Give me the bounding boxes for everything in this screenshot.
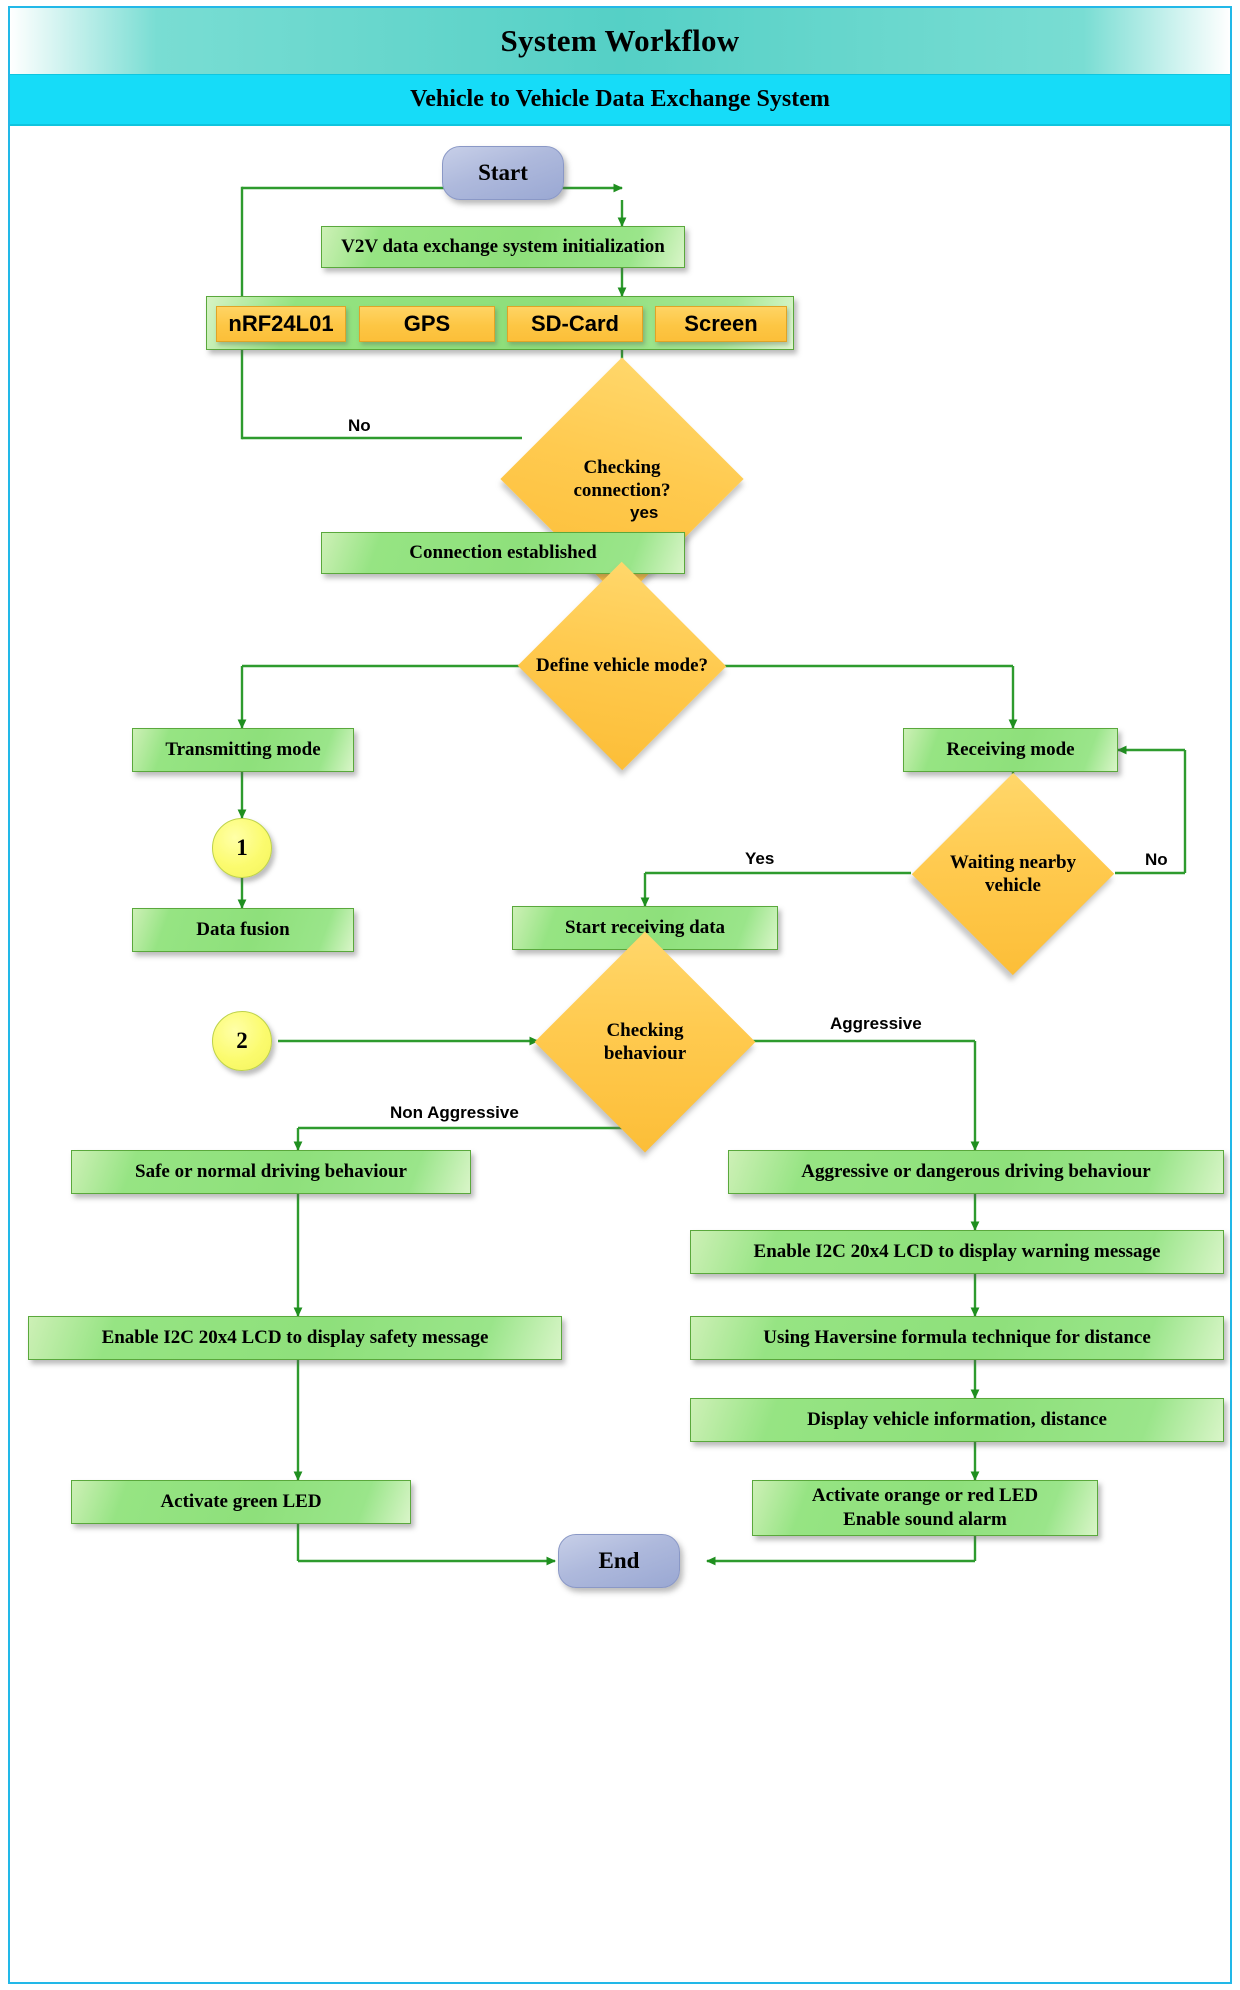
node-lcd-warning-label: Enable I2C 20x4 LCD to display warning m…	[753, 1240, 1161, 1262]
edge-label-yes-connection: yes	[630, 503, 659, 522]
hardware-nrf24l01-label: nRF24L01	[228, 311, 334, 336]
edge-label-non-aggressive: Non Aggressive	[390, 1103, 519, 1122]
node-waiting-nearby-vehicle[interactable]: Waiting nearby vehicle	[911, 772, 1115, 976]
node-checking-behaviour-label: Checking behaviour	[603, 1019, 687, 1064]
flowchart-canvas: Start V2V data exchange system initializ…	[10, 128, 1230, 1982]
node-orange-red-led-line2: Enable sound alarm	[843, 1508, 1007, 1530]
hardware-group: nRF24L01 GPS SD-Card Screen	[206, 296, 794, 350]
hardware-gps[interactable]: GPS	[359, 306, 495, 342]
hardware-sd-card-label: SD-Card	[530, 311, 619, 336]
node-checking-connection[interactable]: Checking connection?	[500, 357, 744, 601]
connector-two-label: 2	[236, 1028, 248, 1053]
node-start-receiving-data-label: Start receiving data	[564, 916, 726, 938]
node-end-label: End	[598, 1548, 640, 1573]
node-aggressive-behaviour-label: Aggressive or dangerous driving behaviou…	[801, 1160, 1151, 1182]
connector-two[interactable]: 2	[212, 1011, 272, 1071]
node-transmitting-mode-label: Transmitting mode	[165, 738, 321, 760]
node-safe-behaviour-label: Safe or normal driving behaviour	[135, 1160, 407, 1182]
node-initialization-label: V2V data exchange system initialization	[341, 235, 665, 257]
node-connection-established-label: Connection established	[409, 541, 597, 563]
page-title: System Workflow	[500, 23, 740, 58]
node-waiting-nearby-vehicle-label: Waiting nearby vehicle	[949, 851, 1077, 896]
node-define-vehicle-mode[interactable]: Define vehicle mode?	[517, 561, 727, 771]
node-define-vehicle-mode-label: Define vehicle mode?	[536, 655, 709, 677]
hardware-nrf24l01[interactable]: nRF24L01	[216, 306, 346, 342]
hardware-screen[interactable]: Screen	[655, 306, 787, 342]
node-receiving-mode-label: Receiving mode	[946, 738, 1075, 760]
header-subtitle-band: Vehicle to Vehicle Data Exchange System	[10, 74, 1230, 126]
node-haversine-label: Using Haversine formula technique for di…	[763, 1326, 1151, 1348]
node-data-fusion-label: Data fusion	[196, 918, 290, 940]
node-lcd-warning[interactable]: Enable I2C 20x4 LCD to display warning m…	[690, 1230, 1224, 1274]
edge-label-yes-waiting: Yes	[745, 849, 775, 868]
edge-label-aggressive: Aggressive	[830, 1014, 922, 1033]
node-end[interactable]: End	[558, 1534, 680, 1588]
connector-one[interactable]: 1	[212, 818, 272, 878]
node-lcd-safety[interactable]: Enable I2C 20x4 LCD to display safety me…	[28, 1316, 562, 1360]
edge-label-no-connection: No	[348, 416, 371, 435]
node-checking-connection-label: Checking connection?	[573, 456, 671, 501]
node-display-info-label: Display vehicle information, distance	[807, 1408, 1107, 1430]
hardware-gps-label: GPS	[403, 311, 451, 336]
node-transmitting-mode[interactable]: Transmitting mode	[132, 728, 354, 772]
node-haversine[interactable]: Using Haversine formula technique for di…	[690, 1316, 1224, 1360]
edge-label-no-waiting: No	[1145, 850, 1168, 869]
node-green-led-label: Activate green LED	[160, 1490, 322, 1512]
header-title-band: System Workflow	[10, 8, 1230, 74]
node-receiving-mode[interactable]: Receiving mode	[903, 728, 1118, 772]
node-orange-red-led[interactable]: Activate orange or red LED Enable sound …	[752, 1480, 1098, 1536]
node-safe-behaviour[interactable]: Safe or normal driving behaviour	[71, 1150, 471, 1194]
node-start-label: Start	[478, 160, 528, 185]
node-start[interactable]: Start	[442, 146, 564, 200]
connector-one-label: 1	[236, 835, 248, 860]
node-connection-established[interactable]: Connection established	[321, 532, 685, 574]
node-data-fusion[interactable]: Data fusion	[132, 908, 354, 952]
node-lcd-safety-label: Enable I2C 20x4 LCD to display safety me…	[101, 1326, 489, 1348]
hardware-screen-label: Screen	[684, 311, 758, 336]
node-initialization[interactable]: V2V data exchange system initialization	[321, 226, 685, 268]
node-green-led[interactable]: Activate green LED	[71, 1480, 411, 1524]
hardware-sd-card[interactable]: SD-Card	[507, 306, 643, 342]
node-checking-behaviour[interactable]: Checking behaviour	[534, 931, 756, 1153]
node-aggressive-behaviour[interactable]: Aggressive or dangerous driving behaviou…	[728, 1150, 1224, 1194]
node-orange-red-led-line1: Activate orange or red LED	[811, 1485, 1039, 1507]
page-subtitle: Vehicle to Vehicle Data Exchange System	[410, 86, 830, 112]
node-display-info[interactable]: Display vehicle information, distance	[690, 1398, 1224, 1442]
